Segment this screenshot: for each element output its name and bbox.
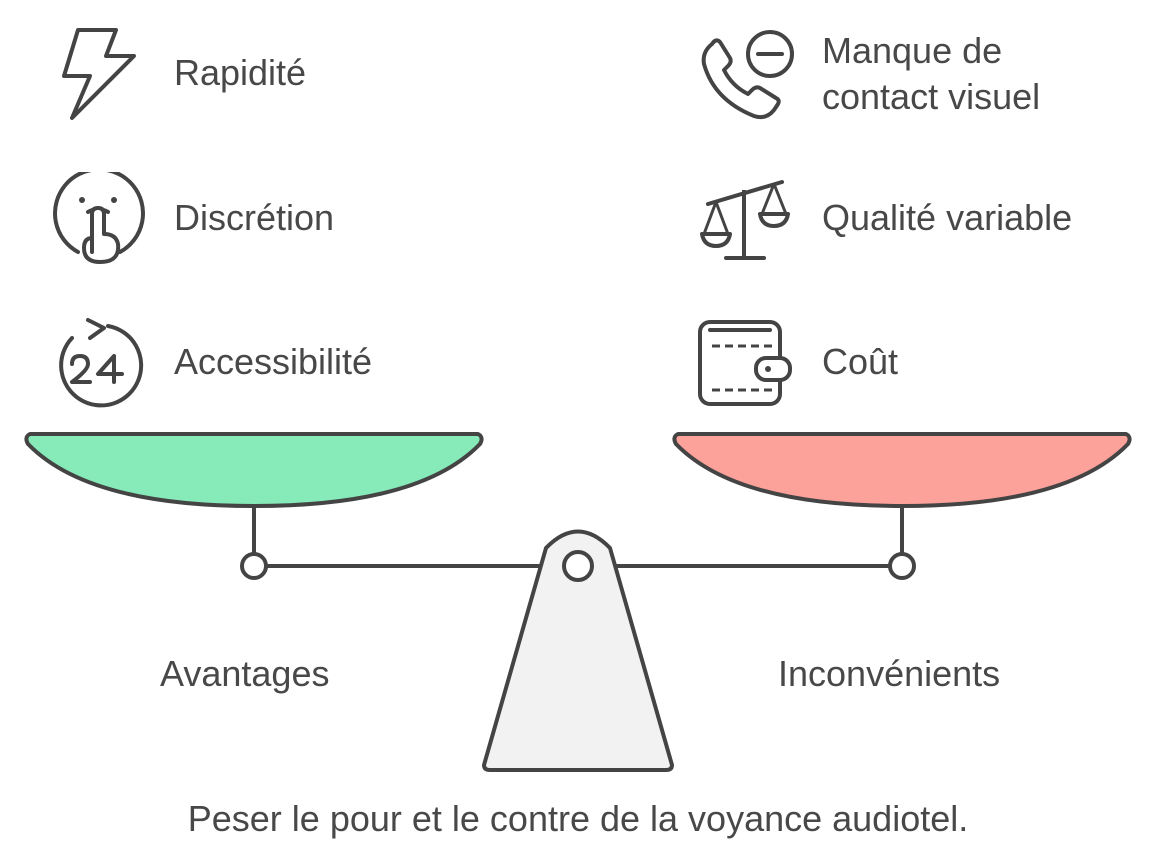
advantages-label: Avantages	[160, 653, 330, 694]
hush-finger-icon	[53, 172, 145, 264]
right-pivot	[888, 552, 916, 580]
advantage-rapidite: Rapidité	[174, 52, 307, 93]
disadvantage-qualite-variable: Qualité variable	[822, 197, 1073, 238]
caption: Peser le pour et le contre de la voyance…	[187, 798, 969, 839]
disadvantages-pan	[672, 432, 1132, 508]
wallet-icon	[698, 320, 792, 406]
disadvantage-contact-visuel: Manque de contact visuel	[822, 30, 1041, 117]
phone-minus-icon	[701, 30, 794, 120]
advantage-discretion: Discrétion	[174, 197, 335, 238]
fulcrum-pivot	[562, 550, 594, 582]
left-pivot	[240, 552, 268, 580]
disadvantages-label: Inconvénients	[778, 653, 1001, 694]
advantage-accessibilite: Accessibilité	[174, 341, 373, 382]
balance-scale-icon	[700, 180, 790, 260]
advantages-pan	[24, 432, 484, 508]
clock-24-icon	[59, 318, 144, 408]
fulcrum	[482, 529, 674, 772]
lightning-icon	[62, 28, 136, 120]
disadvantage-cout: Coût	[822, 341, 899, 382]
